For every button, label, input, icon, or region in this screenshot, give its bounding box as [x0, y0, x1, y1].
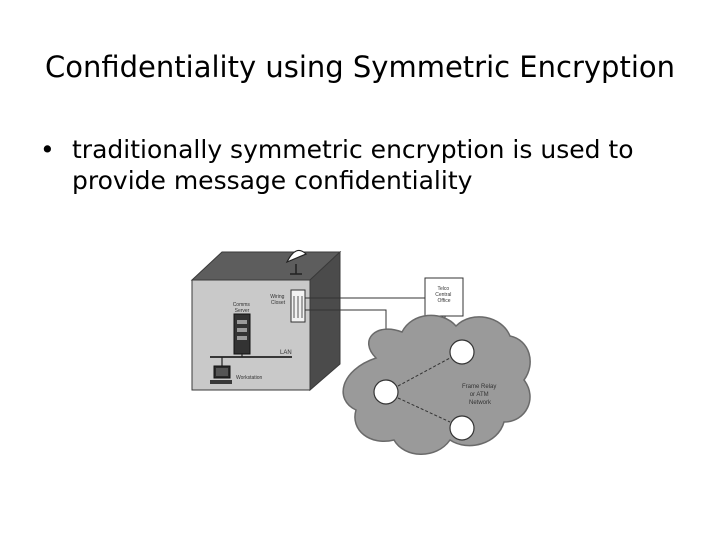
- node-link-left-bottom: [397, 397, 451, 423]
- bullet-dot: •: [40, 135, 55, 164]
- telco-office-label: Telco Central Office: [435, 286, 453, 304]
- bullet-item: • traditionally symmetric encryption is …: [40, 134, 690, 196]
- wiring-closet-rack-icon: [290, 289, 306, 323]
- bullet-list: • traditionally symmetric encryption is …: [40, 134, 690, 196]
- network-cloud: [342, 314, 531, 455]
- workstation-label: Workstation: [236, 375, 263, 381]
- network-node-bottom: [449, 415, 475, 441]
- network-node-top: [449, 339, 475, 365]
- wiring-closet-label: Wiring Closet: [270, 294, 286, 306]
- telco-office-box: [424, 277, 464, 317]
- bullet-text: traditionally symmetric encryption is us…: [72, 135, 634, 195]
- network-node-left: [373, 379, 399, 405]
- comms-server-label: Comms Server: [233, 302, 252, 314]
- comms-server-icon: [233, 313, 251, 355]
- lan-label: LAN: [280, 350, 292, 356]
- building-box: [190, 250, 342, 392]
- workstation-icon: [210, 365, 232, 384]
- network-label: Frame Relay or ATM Network: [462, 384, 498, 406]
- satellite-dish-icon: [285, 249, 308, 275]
- network-diagram: Wiring Closet Comms Server LAN Workstati…: [190, 249, 531, 455]
- building-front-face: [191, 279, 311, 391]
- slide-title: Confidentiality using Symmetric Encrypti…: [45, 50, 675, 84]
